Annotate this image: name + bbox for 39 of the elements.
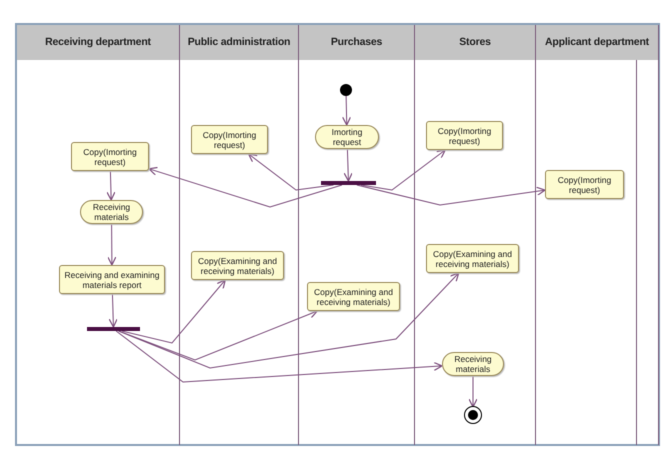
swimlane [415, 25, 536, 445]
lane-header: Applicant department [536, 25, 658, 60]
object-box: Copy(Examining and receiving materials) [191, 251, 284, 280]
arrow [344, 148, 353, 182]
arrow [360, 149, 446, 191]
lane-header: Public administration [180, 25, 298, 60]
object-box: Copy(Imorting request) [545, 170, 624, 199]
swimlane [17, 25, 180, 445]
object-box: Copy(Examining and receiving materials) [307, 282, 400, 311]
action-node: Receiving materials [442, 352, 504, 376]
arrow [108, 294, 118, 328]
final-node [465, 407, 481, 423]
fork-bar [321, 181, 376, 185]
arrow [148, 166, 342, 208]
arrow [356, 184, 546, 206]
object-box: Copy(Examining and receiving materials) [426, 244, 519, 273]
arrow [118, 310, 318, 361]
swimlane [536, 25, 659, 445]
object-box: Copy(Imorting request) [191, 125, 268, 154]
lane-header: Receiving department [17, 25, 179, 60]
arrow [107, 224, 116, 266]
object-box: Receiving and examining materials report [59, 265, 165, 294]
action-node: Receiving materials [80, 200, 143, 224]
lane-header: Stores [415, 25, 535, 60]
arrow [118, 272, 460, 369]
action-node: Imorting request [315, 125, 379, 149]
arrow [342, 96, 352, 126]
object-box: Copy(Imorting request) [426, 121, 503, 150]
arrow [468, 376, 478, 408]
initial-node [340, 84, 352, 96]
arrow [248, 153, 334, 191]
swimlane [299, 25, 415, 445]
fork-bar [87, 327, 140, 331]
lane-header: Purchases [299, 25, 414, 60]
swimlane [180, 25, 299, 445]
arrow [116, 330, 443, 383]
object-box: Copy(Imorting request) [71, 142, 149, 171]
arrow [106, 170, 116, 201]
arrow [121, 279, 226, 344]
